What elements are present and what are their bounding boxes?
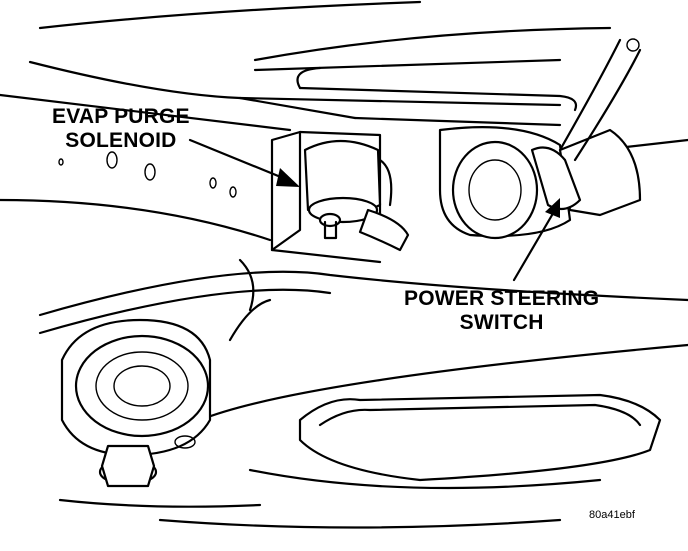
upper-body-panel xyxy=(28,0,688,152)
figure-id: 80a41ebf xyxy=(589,509,635,521)
evap-label-line-1: EVAP PURGE xyxy=(52,105,190,128)
control-arm xyxy=(38,258,688,422)
ps-label-line-2: SWITCH xyxy=(459,311,544,334)
evap-solenoid-body xyxy=(303,140,410,252)
power-steering-arrow xyxy=(512,198,560,282)
frame-rail xyxy=(0,93,292,242)
evap-purge-solenoid-label: EVAP PURGE SOLENOID xyxy=(52,105,190,153)
mounting-bolt xyxy=(58,435,262,508)
evap-arrow xyxy=(188,138,300,187)
crossmember xyxy=(158,393,662,529)
power-steering-switch-label: POWER STEERING SWITCH xyxy=(404,287,599,335)
evap-label-line-2: SOLENOID xyxy=(65,129,177,152)
ps-label-line-1: POWER STEERING xyxy=(404,287,600,310)
control-arm-bushing xyxy=(60,318,212,457)
power-steering-pump xyxy=(438,38,642,240)
